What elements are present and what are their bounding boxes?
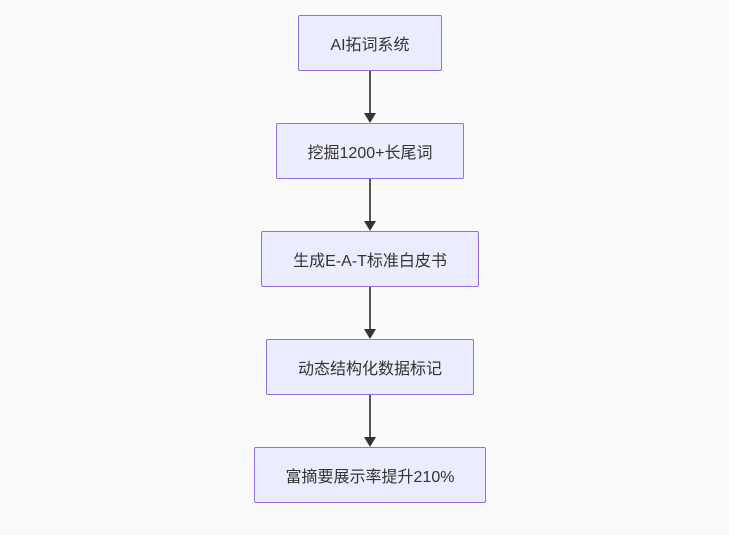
- flowchart: AI拓词系统 挖掘1200+长尾词 生成E-A-T标准白皮书 动态结构化数据标记…: [253, 0, 487, 535]
- arrow-connector-3: [364, 287, 376, 339]
- flow-node-rich-snippet-lift: 富摘要展示率提升210%: [253, 447, 487, 503]
- arrow-head-icon: [364, 329, 376, 339]
- arrow-head-icon: [364, 221, 376, 231]
- flow-node-label: 生成E-A-T标准白皮书: [293, 253, 447, 270]
- arrow-line: [369, 71, 371, 114]
- flow-node-label: 挖掘1200+长尾词: [307, 145, 433, 162]
- flow-node-label: 动态结构化数据标记: [297, 361, 442, 378]
- flow-node-label: 富摘要展示率提升210%: [285, 469, 455, 486]
- flow-node-ai-keyword-system: AI拓词系统: [298, 15, 442, 71]
- flow-node-label: AI拓词系统: [330, 37, 410, 54]
- arrow-head-icon: [364, 113, 376, 123]
- arrow-line: [369, 179, 371, 222]
- arrow-head-icon: [364, 437, 376, 447]
- arrow-connector-1: [364, 71, 376, 123]
- flow-node-structured-data-markup: 动态结构化数据标记: [265, 339, 474, 395]
- flow-node-eat-whitepaper: 生成E-A-T标准白皮书: [261, 231, 479, 287]
- arrow-connector-2: [364, 179, 376, 231]
- arrow-line: [369, 287, 371, 330]
- arrow-line: [369, 395, 371, 438]
- arrow-connector-4: [364, 395, 376, 447]
- flow-node-longtail-mining: 挖掘1200+长尾词: [275, 123, 465, 179]
